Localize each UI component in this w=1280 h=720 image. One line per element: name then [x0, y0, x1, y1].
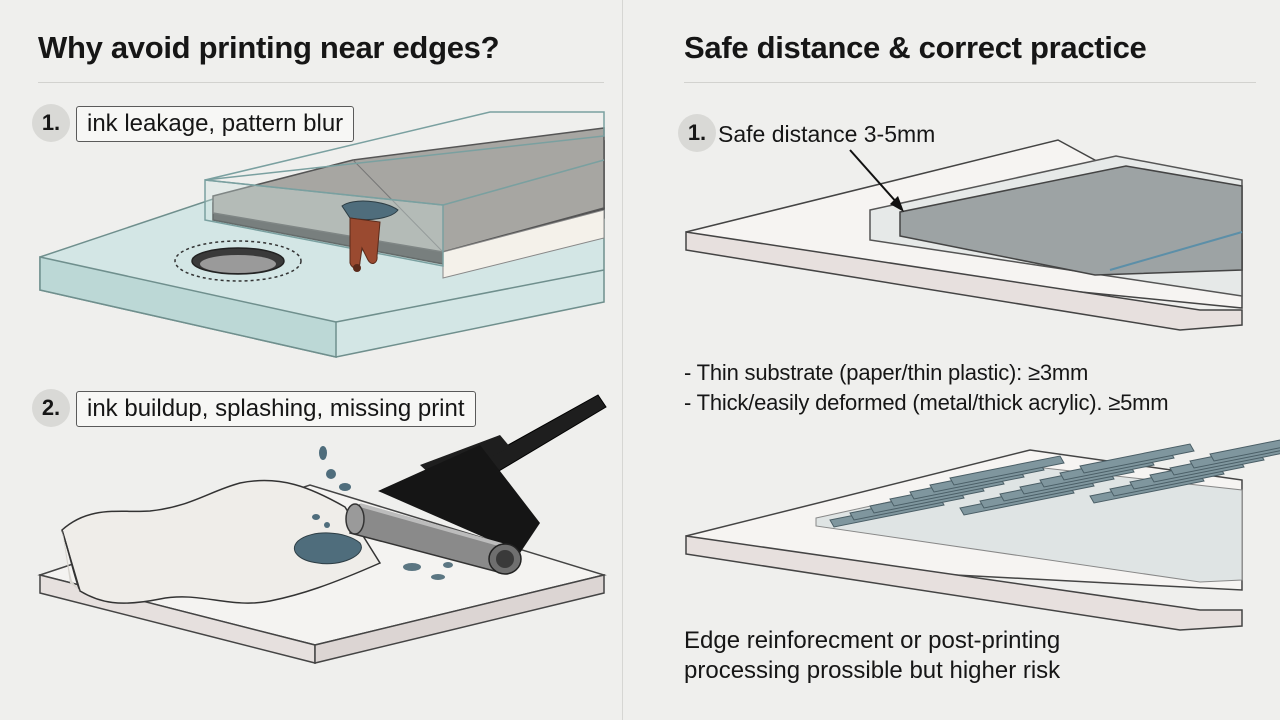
- substrate-front: [685, 231, 1243, 331]
- safe-distance-illustration: [685, 139, 1243, 331]
- item-1-number: 1.: [32, 104, 70, 142]
- roller-icon: [345, 503, 522, 575]
- ink-leak-illustration: [39, 111, 605, 358]
- stencil-slots: [829, 439, 1280, 528]
- bullet-thick-substrate: - Thick/easily deformed (metal/thick acr…: [684, 390, 1169, 415]
- edge-note-line-2: processing prossible but higher risk: [684, 657, 1061, 684]
- stencil-illustration: [685, 439, 1280, 631]
- item-2-label: ink buildup, splashing, missing print: [76, 391, 476, 427]
- print-area: [899, 165, 1243, 276]
- item-2-number: 2.: [32, 389, 70, 427]
- panel-divider: [622, 0, 623, 720]
- ink-leak-drip: [341, 200, 399, 272]
- right-title: Safe distance & correct practice: [684, 30, 1147, 65]
- torn-hole-icon: [174, 240, 302, 282]
- stencil-slot: [949, 455, 1065, 486]
- stencil-slot: [1079, 443, 1195, 474]
- edge-note-line-1: Edge reinforecment or post-printing: [684, 627, 1061, 654]
- stencil-slot: [1209, 439, 1280, 462]
- left-title-rule: [38, 82, 604, 83]
- callout-label: Safe distance 3-5mm: [718, 121, 936, 147]
- stencil-board-front: [685, 535, 1243, 631]
- callout-number: 1.: [678, 114, 716, 152]
- callout-arrow-icon: [849, 149, 904, 212]
- right-title-rule: [684, 82, 1256, 83]
- glass-plate-front: [39, 256, 337, 358]
- left-panel: Why avoid printing near edges? 1. ink le…: [0, 0, 620, 720]
- bullet-thin-substrate: - Thin substrate (paper/thin plastic): ≥…: [684, 360, 1089, 385]
- roller-bracket: [378, 445, 540, 553]
- right-panel: Safe distance & correct practice 1. Safe…: [640, 0, 1280, 720]
- mesh-strip: [442, 209, 605, 279]
- splash-illustration: [37, 394, 607, 664]
- wavy-sheet: [61, 479, 382, 604]
- left-title: Why avoid printing near edges?: [38, 30, 500, 65]
- item-1-label: ink leakage, pattern blur: [76, 106, 355, 142]
- edge-note: Edge reinforecment or post-printing proc…: [684, 626, 1244, 686]
- ink-splash: [293, 446, 453, 580]
